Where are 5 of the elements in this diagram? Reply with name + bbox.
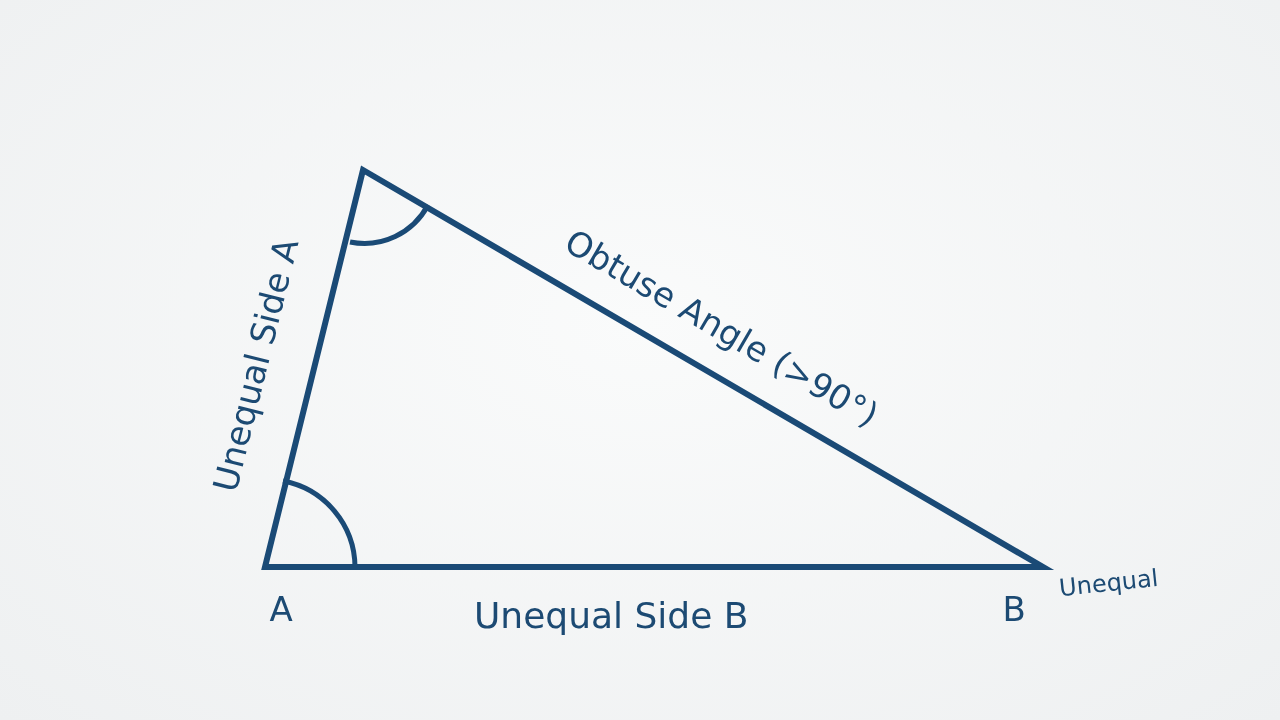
vertex-label: B bbox=[1002, 592, 1026, 626]
side-label: Unequal bbox=[1057, 565, 1159, 601]
side-label: Unequal Side B bbox=[474, 598, 749, 634]
vertex-label: A bbox=[269, 592, 293, 626]
side-label: Unequal Side A bbox=[207, 235, 303, 495]
